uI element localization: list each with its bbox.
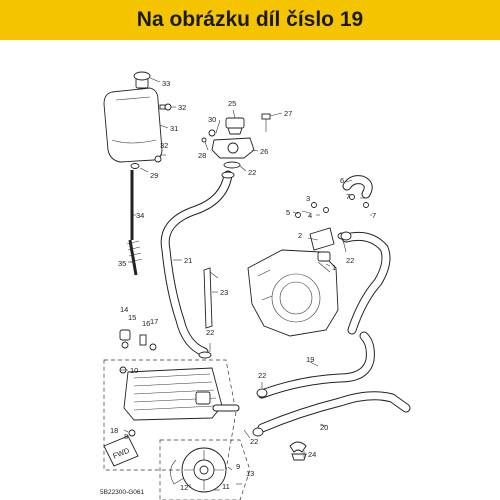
screw-small: [201, 137, 207, 143]
callout-22: 22: [250, 437, 258, 446]
hose-thermostat-to-radiator: [160, 170, 233, 357]
callout-22: 22: [248, 168, 256, 177]
callout-21: 21: [184, 256, 192, 265]
reservoir-cap: [133, 71, 151, 81]
engine-body: [247, 249, 339, 337]
leader-lines: [120, 77, 372, 491]
callout-6: 6: [340, 176, 344, 185]
reservoir-bolt-upper: [159, 103, 172, 111]
callout-17: 17: [150, 317, 158, 326]
hose-19: [257, 331, 375, 399]
callout-labels: 33 32 31 32 29 34 35 30 25 27 28 26 22 2…: [110, 79, 376, 492]
callout-22: 22: [346, 256, 354, 265]
hose-20: [257, 391, 411, 433]
callout-4: 4: [308, 211, 312, 220]
radiator: [103, 359, 240, 471]
callout-2: 2: [298, 231, 302, 240]
callout-10: 10: [130, 366, 138, 375]
hose-clip: [289, 441, 307, 461]
callout-13: 13: [246, 469, 254, 478]
callout-32: 32: [178, 103, 186, 112]
hose-bracket: [203, 267, 219, 329]
bypass-hose: [342, 175, 373, 199]
radiator-fan: [159, 439, 251, 500]
mount-pins: [119, 329, 157, 351]
callout-31: 31: [170, 124, 178, 133]
callout-7: 7: [346, 192, 350, 201]
callout-25: 25: [228, 99, 236, 108]
callout-27: 27: [284, 109, 292, 118]
parts-diagram: FWD: [100, 71, 411, 500]
callout-7: 7: [372, 211, 376, 220]
callout-23: 23: [220, 288, 228, 297]
oring-small: [208, 129, 216, 137]
callout-19: 19: [306, 355, 314, 364]
coolant-reservoir: [103, 77, 163, 163]
callout-33: 33: [162, 79, 170, 88]
callout-24: 24: [308, 450, 316, 459]
thermostat-bolt: [261, 113, 271, 132]
callout-29: 29: [150, 171, 158, 180]
callout-1: 1: [332, 263, 336, 272]
callout-22: 22: [206, 328, 214, 337]
callout-32: 32: [160, 141, 168, 150]
callout-22: 22: [258, 371, 266, 380]
callout-5: 5: [286, 208, 290, 217]
hose-engine-upper: [341, 231, 391, 335]
diagram-code: 5B22300-G061: [100, 489, 144, 496]
callout-16: 16: [142, 319, 150, 328]
banner-title: Na obrázku díl číslo 19: [136, 8, 364, 31]
callout-11: 11: [222, 482, 230, 491]
drain-hose: [126, 239, 143, 276]
callout-34: 34: [136, 211, 144, 220]
thermostat-cover: [211, 137, 255, 169]
callout-18: 18: [110, 426, 118, 435]
callout-14: 14: [120, 305, 128, 314]
hose-clamps: [198, 171, 352, 437]
callout-30: 30: [208, 115, 216, 124]
callout-3: 3: [306, 194, 310, 203]
thermostat-cap: [225, 117, 245, 135]
title-banner: Na obrázku díl číslo 19: [0, 0, 500, 40]
callout-26: 26: [260, 147, 268, 156]
callout-9: 9: [236, 462, 240, 471]
callout-15: 15: [128, 313, 136, 322]
callout-35: 35: [118, 259, 126, 268]
water-pipe-joint: [309, 227, 335, 262]
reservoir-collar: [130, 163, 140, 169]
callout-20: 20: [320, 423, 328, 432]
callout-28: 28: [198, 151, 206, 160]
callout-8: 8: [124, 432, 128, 441]
fwd-arrow-icon: FWD: [103, 435, 139, 467]
callout-12: 12: [180, 483, 188, 492]
reservoir-bolt-lower: [154, 155, 162, 163]
